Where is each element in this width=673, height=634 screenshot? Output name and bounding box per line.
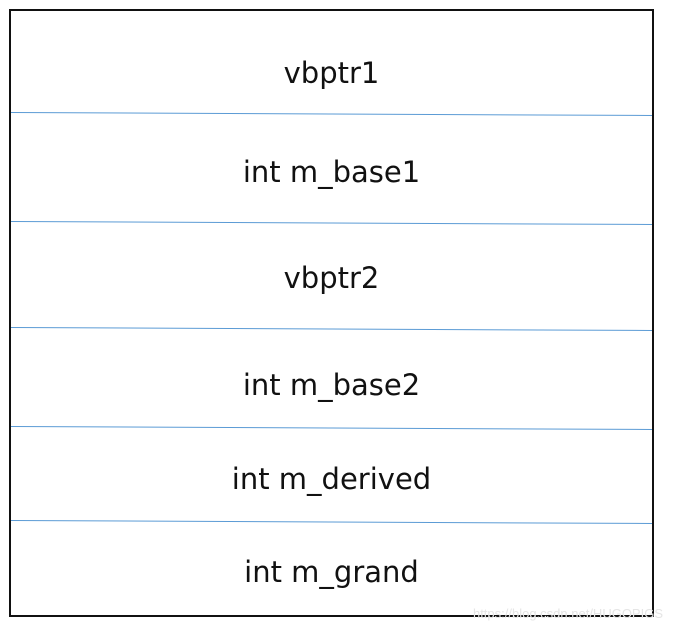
divider-5 bbox=[10, 520, 653, 524]
divider-2 bbox=[10, 221, 653, 225]
divider-4 bbox=[10, 426, 653, 430]
field-vbptr2: vbptr2 bbox=[283, 261, 380, 295]
divider-1 bbox=[10, 112, 653, 116]
divider-3 bbox=[10, 327, 653, 331]
watermark-text: https://blog.csdn.net/HUGOPIGS bbox=[472, 606, 663, 621]
field-vbptr1: vbptr1 bbox=[283, 56, 380, 90]
field-m-base2: int m_base2 bbox=[242, 368, 421, 402]
memory-layout-box: vbptr1 int m_base1 vbptr2 int m_base2 in… bbox=[9, 9, 654, 617]
field-m-grand: int m_grand bbox=[244, 555, 419, 589]
field-m-base1: int m_base1 bbox=[242, 155, 421, 189]
field-m-derived: int m_derived bbox=[231, 462, 432, 496]
